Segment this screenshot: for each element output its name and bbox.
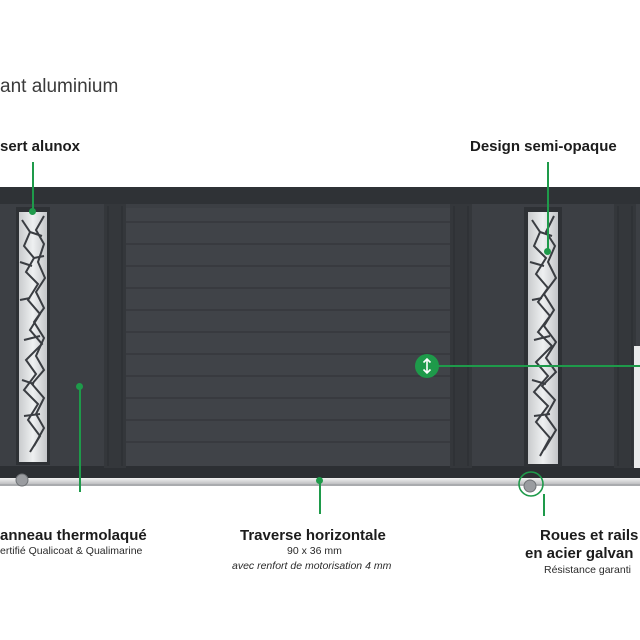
callout-wheels-label2: en acier galvan xyxy=(525,545,634,562)
wheel-left xyxy=(15,473,29,487)
up-down-arrows-icon xyxy=(415,354,439,378)
callout-design-label: Design semi-opaque xyxy=(470,138,617,155)
callout-traverse-label: Traverse horizontale xyxy=(240,527,386,544)
callout-panel-line xyxy=(79,388,81,492)
gate-bottom-frame xyxy=(0,466,640,478)
callout-wheels-line xyxy=(543,494,545,516)
page-title: ant aluminium xyxy=(0,76,119,97)
cutout-pattern-left xyxy=(19,215,47,453)
callout-insert-line xyxy=(32,162,34,212)
callout-wheels-sub: Résistance garanti xyxy=(544,564,631,576)
wheel-right xyxy=(523,479,537,493)
slat-panel xyxy=(126,208,450,466)
gate-post xyxy=(450,204,472,468)
gate-post xyxy=(104,204,126,468)
cutout-pattern-right xyxy=(529,215,558,457)
callout-slide-line xyxy=(428,365,640,367)
gate-top-frame xyxy=(0,187,640,205)
callout-wheels-label1: Roues et rails xyxy=(540,527,639,544)
wheel-highlight-ring xyxy=(518,471,544,497)
callout-panel-sub: ertifié Qualicoat & Qualimarine xyxy=(0,545,143,557)
callout-traverse-sub2: avec renfort de motorisation 4 mm xyxy=(232,560,392,572)
slat-lines xyxy=(126,221,450,443)
callout-insert-dot xyxy=(29,208,36,215)
callout-design-dot xyxy=(544,248,551,255)
callout-panel-label: anneau thermolaqué xyxy=(0,527,147,544)
gate-post xyxy=(614,204,636,468)
callout-traverse-line xyxy=(319,482,321,514)
callout-traverse-dot xyxy=(316,477,323,484)
callout-traverse-sub: 90 x 36 mm xyxy=(287,545,342,557)
callout-panel-dot xyxy=(76,383,83,390)
callout-design-line xyxy=(547,162,549,252)
callout-insert-label: sert alunox xyxy=(0,138,81,155)
